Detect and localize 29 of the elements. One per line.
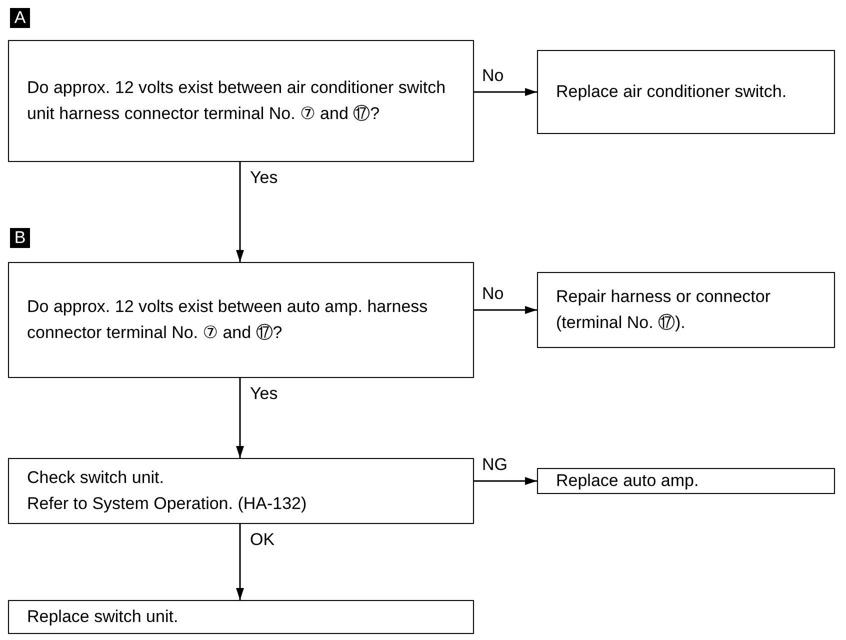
arrow [474,88,537,96]
step-text: Do approx. 12 volts exist between air conditioner switch unit harness connector terminal No. ⑦ and ⑰? [27,77,447,125]
process-box [537,468,835,494]
step-text: Replace air conditioner switch. [556,81,788,103]
edge-label: Yes [250,384,278,404]
step-text: Do approx. 12 volts exist between auto amp. harness connector terminal No. ⑦ and ⑰? [27,296,429,344]
process-box [537,272,835,348]
step-text: Repair harness or connector (terminal No. ⑰). [556,286,772,334]
arrow [236,524,244,600]
edge-label: No [482,66,504,86]
process-box [8,262,474,378]
arrow [474,477,537,485]
process-box [537,50,835,134]
section-marker: A [10,8,30,28]
step-text: Replace auto amp. [556,470,700,492]
edge-label: Yes [250,168,278,188]
arrow [474,306,537,314]
arrow [236,162,244,262]
step-text: Refer to System Operation. (HA-132) [27,493,308,515]
arrow [236,378,244,458]
edge-label: NG [482,455,508,475]
process-box [8,600,474,634]
section-marker: B [10,228,30,248]
step-text: Check switch unit. [27,467,165,489]
process-box [8,458,474,524]
step-text: Replace switch unit. [27,606,180,628]
edge-label: OK [250,530,275,550]
process-box [8,40,474,162]
edge-label: No [482,284,504,304]
